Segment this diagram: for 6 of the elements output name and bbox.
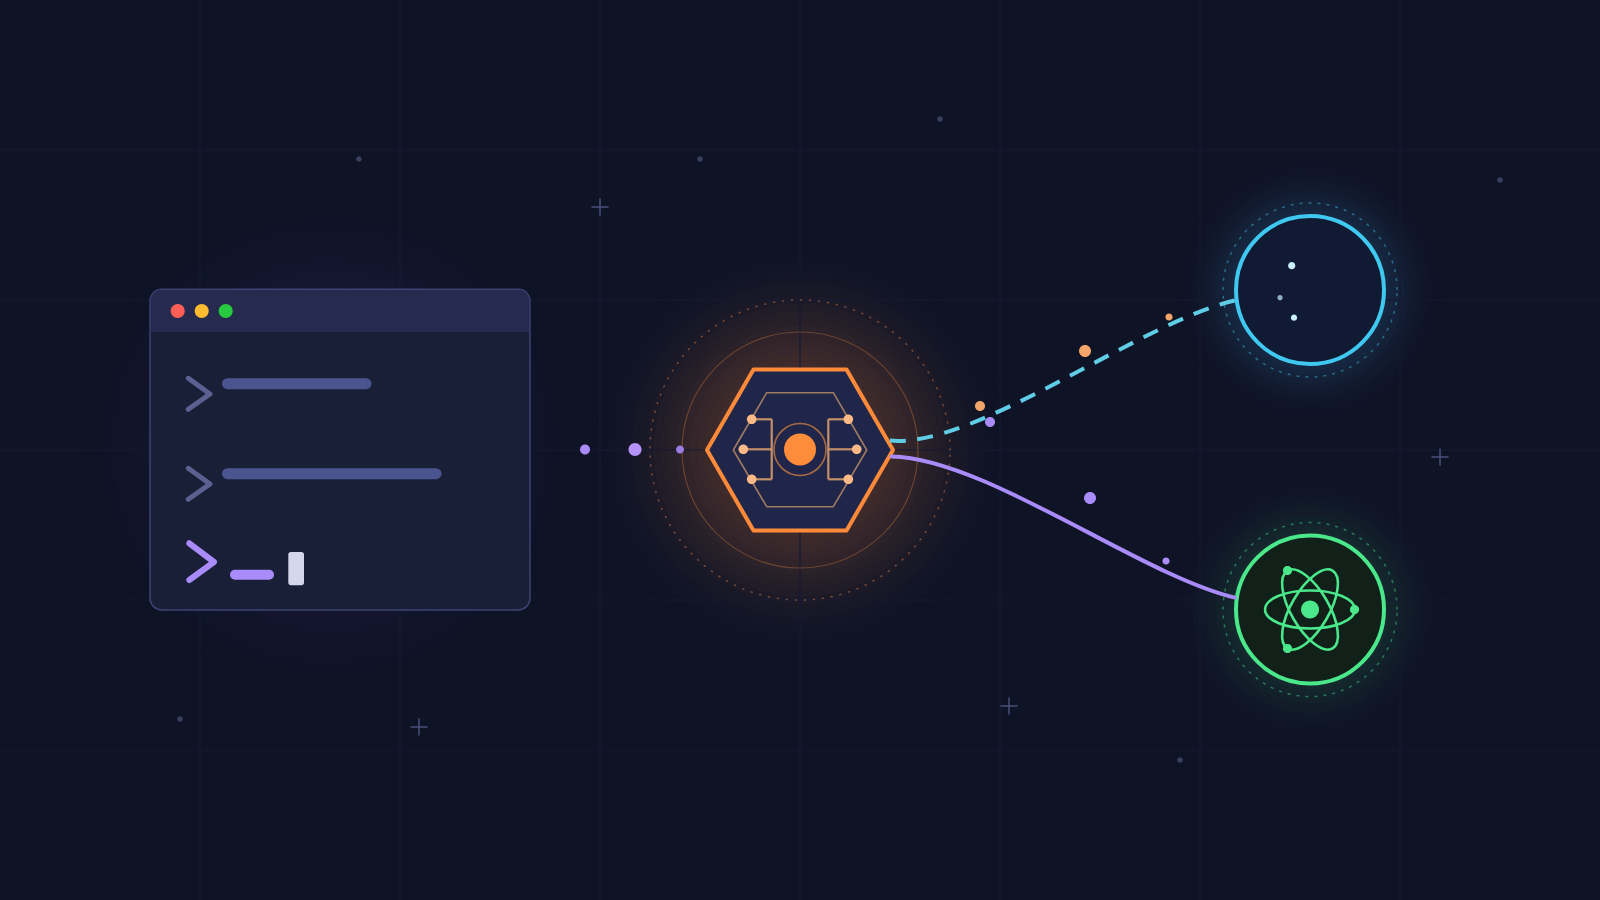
terminal-window bbox=[149, 288, 531, 611]
circle-node bbox=[1234, 214, 1386, 366]
chip-hexagon bbox=[705, 367, 895, 533]
dashed-connector bbox=[889, 298, 1236, 443]
circle-node bbox=[1234, 533, 1386, 686]
connector bbox=[889, 454, 1237, 600]
